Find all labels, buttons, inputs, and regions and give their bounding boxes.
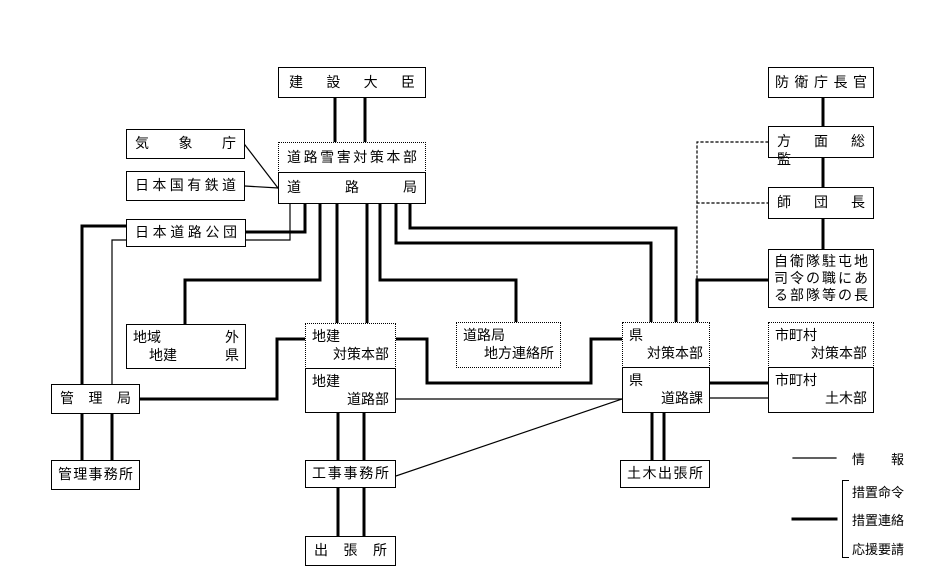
- line-doro-ken-b: [394, 202, 653, 324]
- node-label: 道 路 局: [287, 180, 417, 196]
- node-label: 防衛庁長官: [775, 75, 867, 91]
- node-label-2: 道路部: [347, 392, 389, 408]
- node-label-1: 県: [629, 373, 643, 389]
- node-label-2: 司令の職にあ: [774, 271, 868, 287]
- node-label: 建 設 大 臣: [289, 75, 415, 91]
- node-label-1: 市町村: [775, 373, 817, 389]
- line-doro-kodan: [244, 202, 307, 234]
- node-label-2: 対策本部: [333, 347, 389, 363]
- node-shidancho: 師 団 長: [768, 187, 874, 219]
- node-kanrikyoku: 管 理 局: [51, 384, 140, 414]
- node-label: 土木出張所: [627, 466, 703, 482]
- node-shucchojo: 出 張 所: [305, 536, 396, 566]
- node-kanri-jimusho: 管理事務所: [51, 460, 140, 490]
- line-jieitai-ken: [695, 278, 770, 324]
- text-ken: 県: [225, 348, 239, 364]
- node-label: 管 理 局: [60, 391, 131, 407]
- node-label: 管理事務所: [58, 467, 133, 483]
- node-label: 日本国有鉄道: [135, 178, 236, 194]
- node-label: 日本道路公団: [135, 225, 237, 241]
- node-label-2: 地方連絡所: [484, 346, 554, 362]
- line-chiken-ken: [369, 337, 624, 385]
- node-label-1: 自衛隊駐屯地: [774, 254, 868, 270]
- node-label-2: 土木部: [825, 391, 867, 407]
- dotted-connections: [696, 141, 769, 281]
- text-chiiki: 地域: [133, 330, 161, 346]
- node-label: 道路雪害対策本部: [287, 150, 417, 166]
- node-chiho-renrakusho: 道路局 地方連絡所: [456, 322, 561, 368]
- line-kodan-kanrikyoku: [80, 224, 128, 386]
- node-label-1: 県: [629, 328, 643, 344]
- node-label-1: 市町村: [775, 328, 817, 344]
- text-chiken: 地建: [149, 348, 177, 364]
- node-label-3: る部隊等の長: [774, 288, 868, 304]
- line-doro-chiikigai: [183, 202, 322, 326]
- node-label-2: 道路課: [661, 391, 703, 407]
- node-chiiki-gai: 地域 外 地建 県: [126, 324, 246, 369]
- legend-info-label: 情 報: [852, 453, 905, 468]
- node-line2: 地建 県: [127, 347, 245, 365]
- node-label-1: 地建: [312, 329, 340, 345]
- node-chiken-dorobu: 地建 道路部: [305, 368, 396, 413]
- node-doro-kyoku: 道 路 局: [278, 172, 426, 204]
- node-kensetsu-daijin: 建 設 大 臣: [278, 67, 426, 98]
- node-line1: 地域 外: [127, 329, 245, 347]
- node-label: 工事事務所: [312, 466, 389, 482]
- node-label-2: 対策本部: [647, 346, 703, 362]
- node-ken-doroka: 県 道路課: [622, 367, 710, 413]
- legend-oen-yosei: 応援要請: [852, 543, 905, 558]
- legend-sochi-renraku: 措置連絡: [852, 514, 905, 529]
- node-shichoson-dobokubu: 市町村 土木部: [768, 367, 874, 413]
- text-gai: 外: [225, 330, 239, 346]
- node-label-1: 道路局: [463, 328, 505, 344]
- legend-sochi-meirei: 措置命令: [852, 486, 905, 501]
- node-boeicho-chokan: 防衛庁長官: [768, 67, 874, 98]
- line-koji-doroka: [395, 398, 623, 477]
- node-label: 出 張 所: [314, 543, 387, 559]
- node-homen-sokan: 方 面 総 監: [768, 126, 879, 168]
- line-kokutetsu-doro: [244, 185, 279, 189]
- line-kisho-doro: [244, 144, 279, 189]
- line-homen-dotted: [696, 141, 769, 281]
- node-label-1: 地建: [312, 374, 340, 390]
- node-ken-honbu: 県 対策本部: [622, 322, 710, 368]
- node-setsugai-honbu: 道路雪害対策本部: [278, 142, 426, 173]
- node-doro-kodan: 日本道路公団: [126, 219, 246, 247]
- node-chiken-honbu: 地建 対策本部: [305, 323, 396, 369]
- legend-brace: [842, 480, 849, 558]
- node-label-2: 対策本部: [811, 346, 867, 362]
- node-kokutetsu: 日本国有鉄道: [126, 171, 245, 201]
- node-label: 気 象 庁: [135, 136, 236, 152]
- line-doro-chiho: [378, 202, 518, 324]
- node-doboku-shucchojo: 土木出張所: [620, 460, 710, 488]
- node-label: 師 団 長: [777, 195, 865, 211]
- node-shichoson-honbu: 市町村 対策本部: [768, 322, 874, 368]
- node-label: 方 面 総 監: [777, 134, 879, 168]
- line-chiken-kanrikyoku: [138, 337, 307, 401]
- node-jieitai-chutonchi: 自衛隊駐屯地 司令の職にあ る部隊等の長: [768, 249, 874, 308]
- line-doro-ken-a: [408, 202, 678, 324]
- node-koji-jimusho: 工事事務所: [305, 460, 396, 488]
- node-kishocho: 気 象 庁: [126, 129, 245, 159]
- thick-connections: [80, 96, 825, 538]
